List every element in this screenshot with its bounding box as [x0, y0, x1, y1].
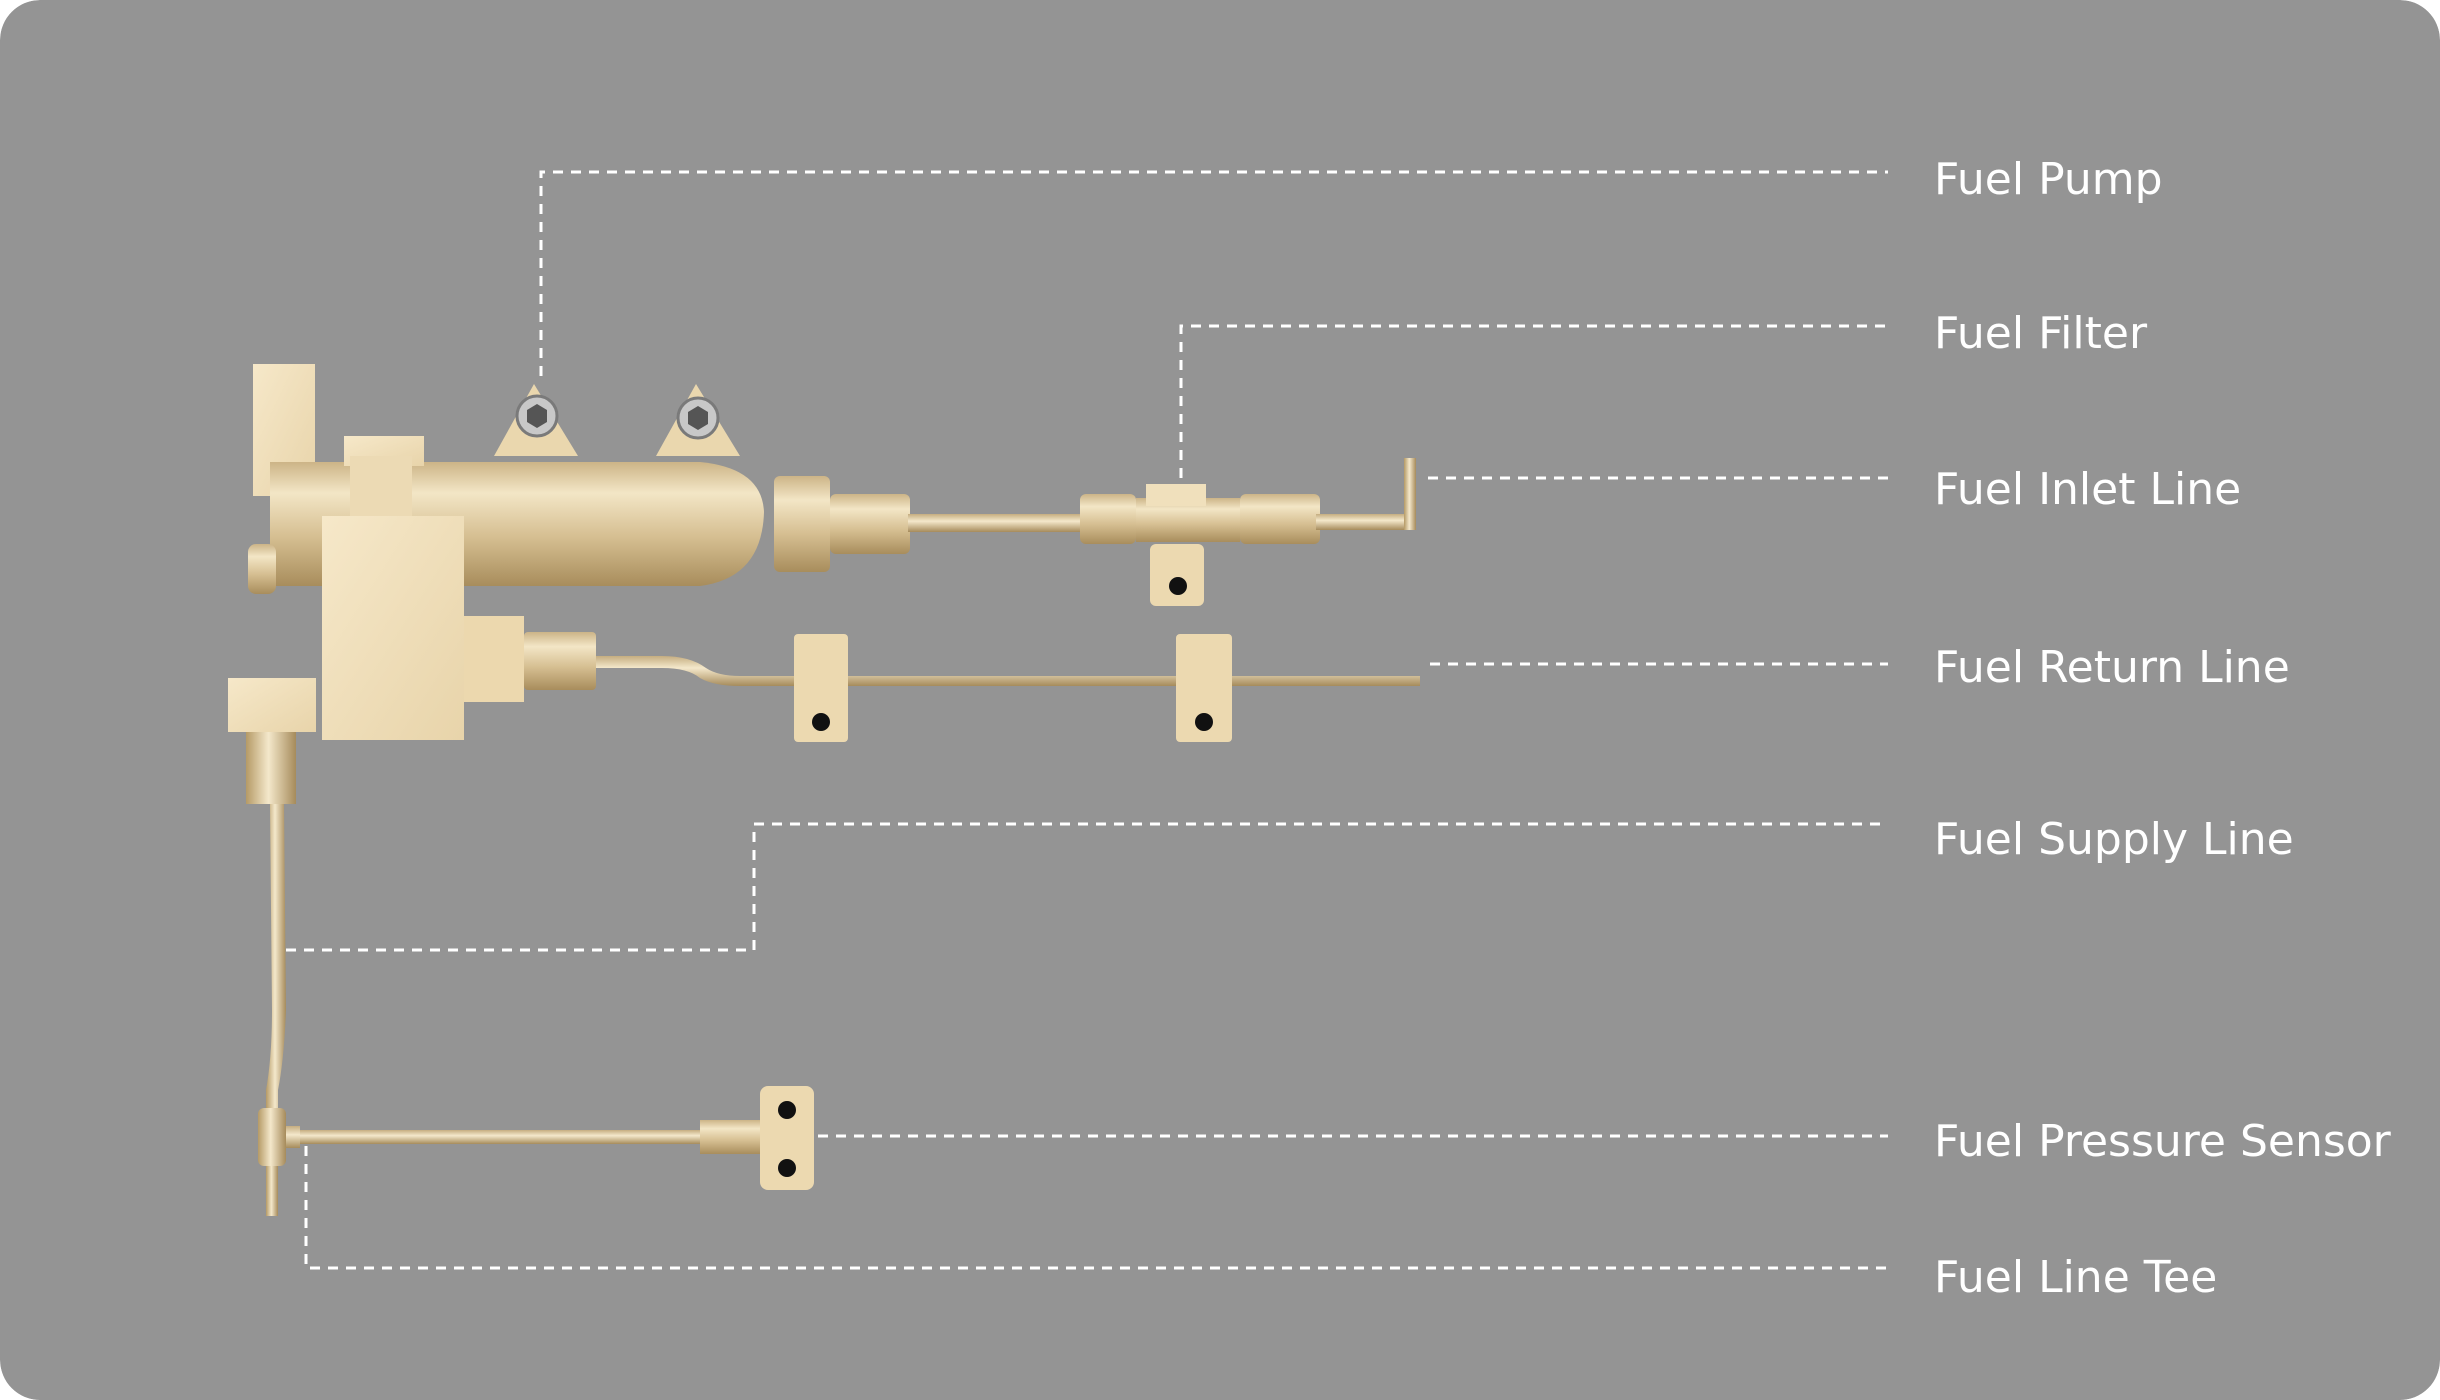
return-clamp-1 [794, 634, 848, 742]
regulator-port [464, 616, 524, 702]
side-fitting [228, 678, 316, 732]
label-fuel-return-line: Fuel Return Line [1934, 642, 2290, 693]
sensor-pipe [296, 1130, 766, 1144]
mount-hole-icon [1169, 577, 1187, 595]
inlet-pipe-end [1316, 514, 1416, 530]
pump-end-cap [248, 544, 276, 594]
supply-pipe-end [266, 1150, 278, 1216]
side-fitting-neck [246, 732, 296, 804]
inlet-nut [774, 476, 830, 572]
label-fuel-supply-line: Fuel Supply Line [1934, 814, 2294, 865]
filter-left-cap [1080, 494, 1136, 544]
return-fitting [524, 632, 596, 690]
fuel-line-tee [258, 1108, 300, 1166]
tee-body [258, 1108, 286, 1166]
inlet-fitting [830, 494, 910, 554]
tee-branch [286, 1126, 300, 1148]
fuel-pump-assembly [228, 364, 764, 804]
label-fuel-line-tee: Fuel Line Tee [1934, 1252, 2218, 1303]
mount-hole-icon [778, 1159, 796, 1177]
filter-clamp-tab [1150, 544, 1204, 606]
fuel-pressure-sensor [296, 1086, 814, 1190]
mount-hole-icon [778, 1101, 796, 1119]
fuel-return-line [524, 632, 1420, 742]
leader-fuel-filter [1179, 324, 1888, 478]
label-fuel-inlet-line: Fuel Inlet Line [1934, 464, 2242, 515]
mount-hole-icon [812, 713, 830, 731]
inlet-pipe-elbow [1404, 458, 1416, 530]
label-fuel-pressure-sensor: Fuel Pressure Sensor [1934, 1116, 2391, 1167]
regulator-block [322, 516, 464, 740]
label-fuel-filter: Fuel Filter [1934, 308, 2148, 359]
leader-fuel-pump [539, 170, 1888, 376]
leader-lines [286, 170, 1888, 1270]
fuel-supply-line [266, 804, 286, 1216]
sensor-nut [700, 1120, 766, 1154]
inlet-pipe [908, 514, 1084, 532]
filter-clamp [1146, 484, 1206, 506]
filter-right-cap [1240, 494, 1320, 544]
sensor-bracket [760, 1086, 814, 1190]
supply-pipe [266, 804, 286, 1118]
fuel-inlet-line [774, 458, 1416, 606]
hex-socket-icon [688, 406, 708, 430]
hex-socket-icon [527, 404, 547, 428]
label-fuel-pump: Fuel Pump [1934, 154, 2163, 205]
mount-hole-icon [1195, 713, 1213, 731]
leader-fuel-supply-line [286, 822, 1888, 952]
leader-fuel-line-tee [304, 1146, 1888, 1270]
return-clamp-2 [1176, 634, 1232, 742]
